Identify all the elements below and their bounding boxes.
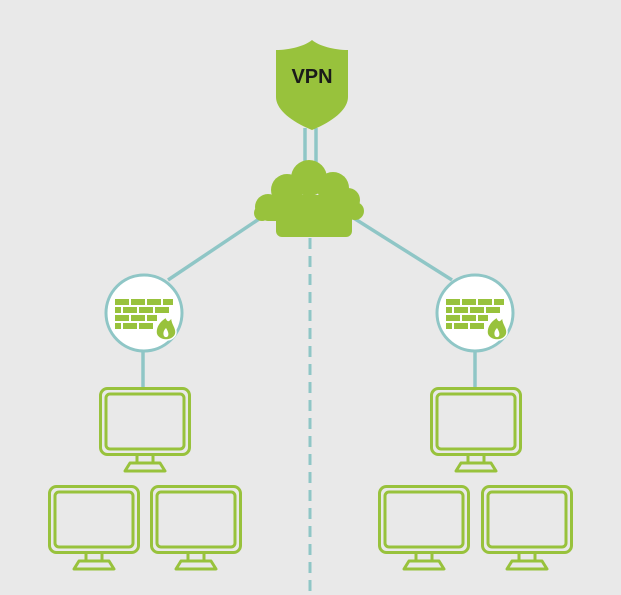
cloud-icon	[254, 160, 364, 237]
monitor-icon	[48, 485, 140, 571]
monitor-icon	[150, 485, 242, 571]
firewall-icon-left	[104, 273, 184, 353]
vpn-label: VPN	[291, 66, 332, 88]
cloud-link-left	[167, 215, 263, 282]
network-right	[378, 387, 573, 571]
firewall-icon-right	[435, 273, 515, 353]
monitor-icon	[481, 485, 573, 571]
monitor-icon	[430, 387, 522, 473]
connection-lines	[141, 128, 477, 388]
cloud-link-right	[351, 215, 453, 282]
network-left	[48, 387, 242, 571]
monitor-icon	[99, 387, 191, 473]
vpn-node: VPN	[276, 40, 348, 130]
monitor-icon	[378, 485, 470, 571]
shield-icon	[276, 40, 348, 130]
